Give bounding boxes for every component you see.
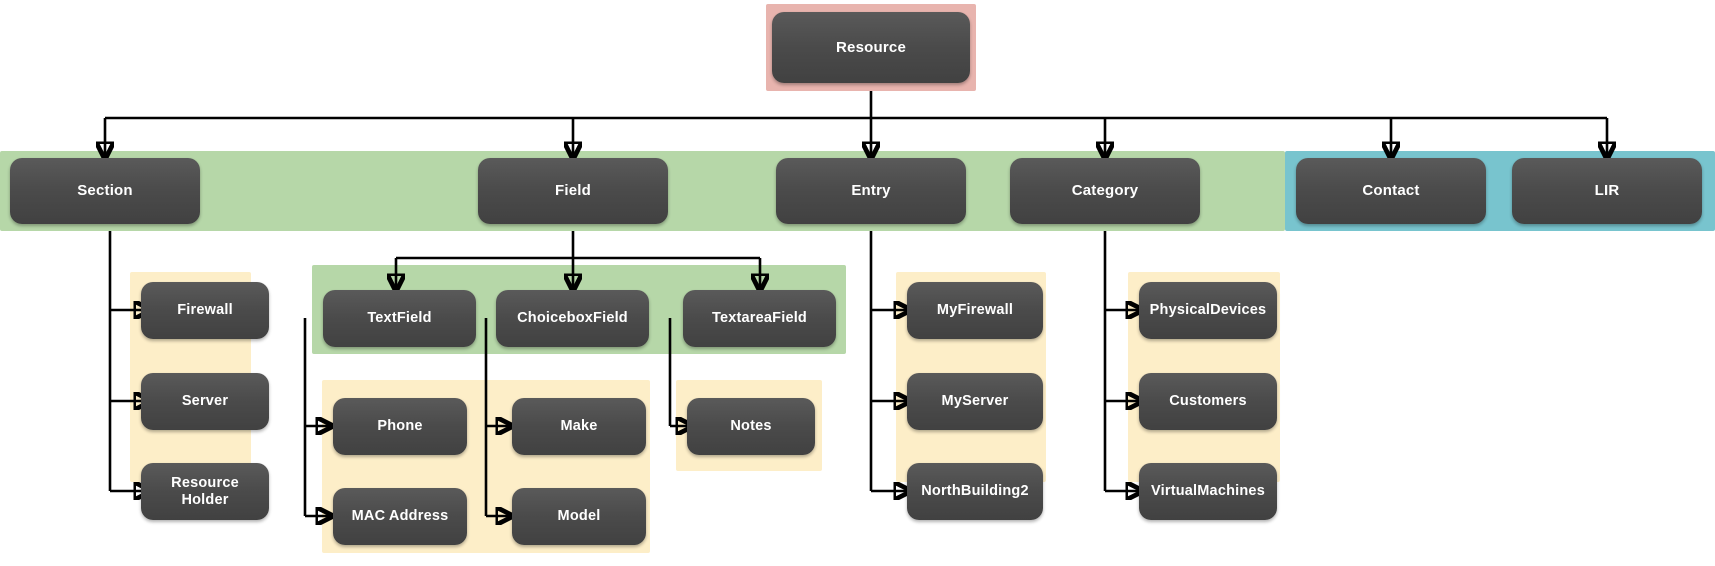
- node-customers[interactable]: Customers: [1139, 373, 1277, 430]
- node-mac-address[interactable]: MAC Address: [333, 488, 467, 545]
- node-model[interactable]: Model: [512, 488, 646, 545]
- node-firewall[interactable]: Firewall: [141, 282, 269, 339]
- node-make[interactable]: Make: [512, 398, 646, 455]
- node-contact[interactable]: Contact: [1296, 158, 1486, 224]
- node-choiceboxfield[interactable]: ChoiceboxField: [496, 290, 649, 347]
- node-entry[interactable]: Entry: [776, 158, 966, 224]
- node-resource-holder[interactable]: Resource Holder: [141, 463, 269, 520]
- node-phone[interactable]: Phone: [333, 398, 467, 455]
- node-resource[interactable]: Resource: [772, 12, 970, 83]
- node-virtualmachines[interactable]: VirtualMachines: [1139, 463, 1277, 520]
- node-myserver[interactable]: MyServer: [907, 373, 1043, 430]
- node-field[interactable]: Field: [478, 158, 668, 224]
- node-myfirewall[interactable]: MyFirewall: [907, 282, 1043, 339]
- node-notes[interactable]: Notes: [687, 398, 815, 455]
- node-textareafield[interactable]: TextareaField: [683, 290, 836, 347]
- node-category[interactable]: Category: [1010, 158, 1200, 224]
- node-section[interactable]: Section: [10, 158, 200, 224]
- node-northbuilding2[interactable]: NorthBuilding2: [907, 463, 1043, 520]
- node-textfield[interactable]: TextField: [323, 290, 476, 347]
- node-lir[interactable]: LIR: [1512, 158, 1702, 224]
- node-physicaldevices[interactable]: PhysicalDevices: [1139, 282, 1277, 339]
- node-server[interactable]: Server: [141, 373, 269, 430]
